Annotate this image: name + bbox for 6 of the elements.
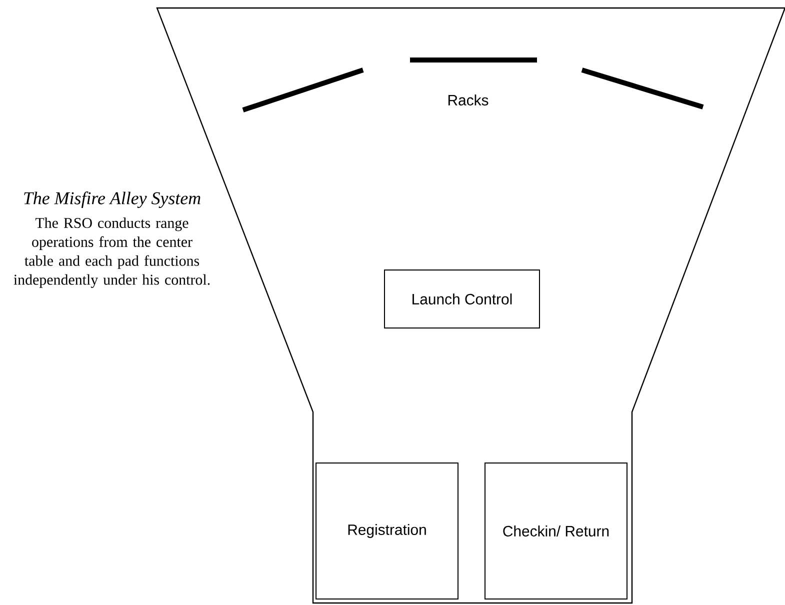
title: The Misfire Alley System [24, 192, 200, 208]
control-box: Launch Control [384, 270, 540, 328]
label: Racks [448, 94, 488, 106]
station-box: Checkin/ Return [484, 462, 628, 600]
description: The RSO conducts range operations from the center table and each pad functions independently under his control. [14, 218, 210, 288]
station-box: Registration [316, 462, 458, 600]
